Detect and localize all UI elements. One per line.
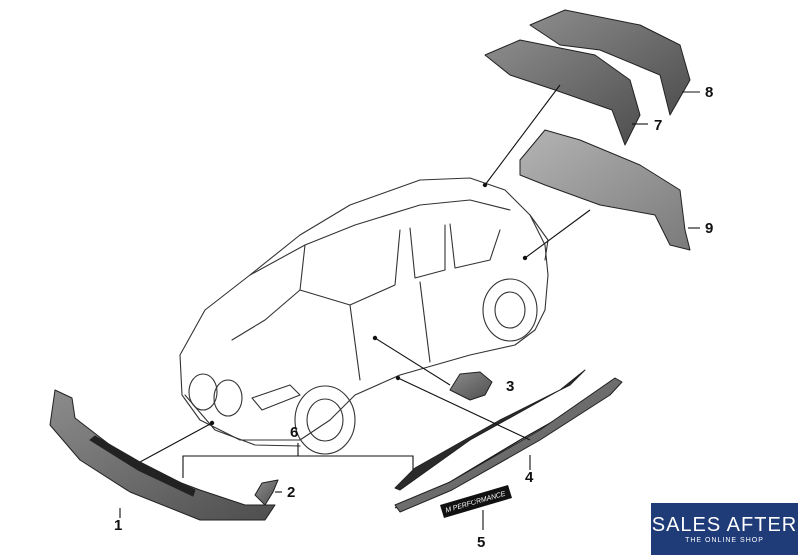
rear-spoiler xyxy=(484,39,641,146)
callout-2: 2 xyxy=(287,484,295,501)
decal-strip-side xyxy=(394,369,586,491)
car-outline xyxy=(179,177,549,455)
leader-dots xyxy=(209,182,528,426)
sales-after-logo: SALES AFTER THE ONLINE SHOP xyxy=(651,503,798,555)
side-skirt xyxy=(394,377,623,513)
callout-1: 1 xyxy=(114,517,122,534)
rear-diffuser xyxy=(519,129,691,251)
callout-6: 6 xyxy=(290,424,298,441)
bracket xyxy=(254,479,279,506)
front-splitter xyxy=(49,389,276,521)
callout-8: 8 xyxy=(705,84,713,101)
callout-5: 5 xyxy=(477,534,485,551)
callout-4: 4 xyxy=(525,469,534,486)
mirror-cap xyxy=(449,371,493,401)
leader-lines xyxy=(119,84,700,530)
callout-9: 9 xyxy=(705,220,713,237)
decal-strip-front xyxy=(89,435,196,497)
brand-title: SALES AFTER xyxy=(651,513,798,536)
brand-subtitle: THE ONLINE SHOP xyxy=(685,536,764,544)
callout-3: 3 xyxy=(506,378,514,395)
rear-spoiler-upper xyxy=(529,9,691,116)
callout-7: 7 xyxy=(654,117,662,134)
